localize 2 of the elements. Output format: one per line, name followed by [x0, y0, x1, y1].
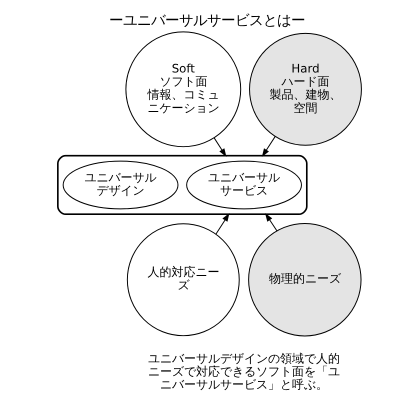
caption: ユニバーサルデザインの領域で人的ニーズで対応できるソフト面を「ユニバーサルサービス」と呼ぶ。 — [148, 352, 340, 392]
diagram-title: ーユニバーサルサービスとはー — [109, 13, 305, 30]
